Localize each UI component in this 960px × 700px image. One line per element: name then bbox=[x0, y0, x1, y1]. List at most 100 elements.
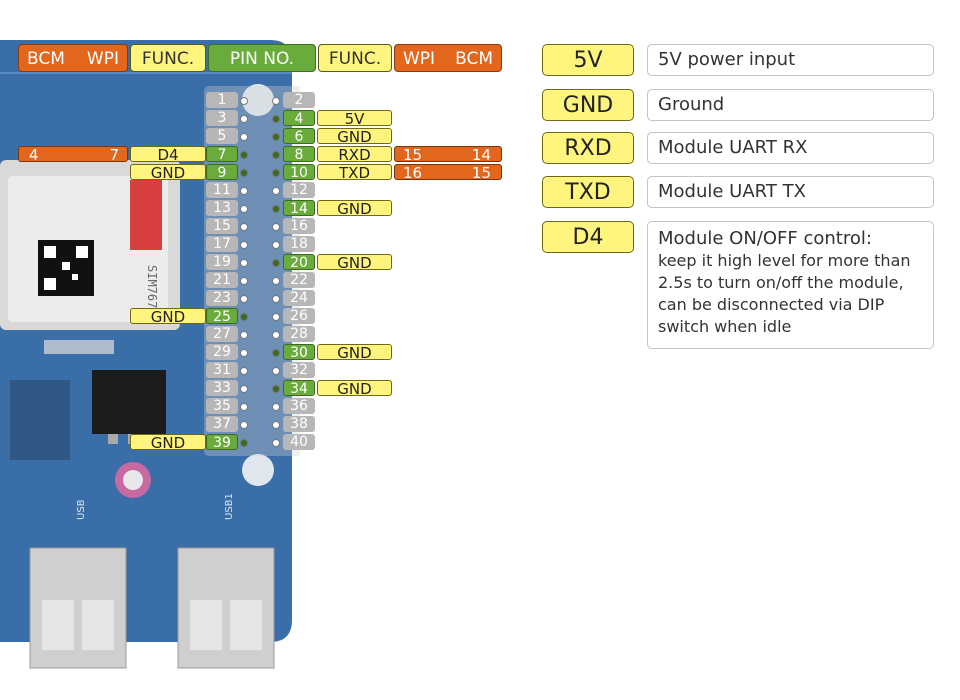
right-func-label-20: GND bbox=[317, 254, 392, 271]
pin-dot-40 bbox=[272, 439, 280, 447]
right-func-label-8: RXD bbox=[317, 146, 392, 163]
right-bcm-10: 15 bbox=[471, 164, 491, 182]
pin-16: 16 bbox=[283, 218, 315, 234]
left-wpi-7: 7 bbox=[109, 146, 119, 164]
legend-desc-line-0: keep it high level for more than bbox=[658, 251, 911, 270]
header-right-func: FUNC. bbox=[318, 44, 392, 72]
header-left-bcm-wpi: BCM WPI bbox=[18, 44, 128, 72]
left-func-label-9: GND bbox=[130, 164, 206, 181]
pin-26: 26 bbox=[283, 308, 315, 324]
legend-name-gnd: GND bbox=[542, 89, 634, 121]
pin-dot-36 bbox=[272, 403, 280, 411]
pin-29: 29 bbox=[206, 344, 238, 360]
pin-5: 5 bbox=[206, 128, 238, 144]
pin-dot-39 bbox=[240, 439, 248, 447]
pin-40: 40 bbox=[283, 434, 315, 450]
pin-dot-21 bbox=[240, 277, 248, 285]
pin-9: 9 bbox=[206, 164, 238, 181]
pin-dot-6 bbox=[272, 133, 280, 141]
pin-dot-25 bbox=[240, 313, 248, 321]
pin-4: 4 bbox=[283, 110, 315, 127]
header-right-wpi: WPI bbox=[403, 49, 436, 69]
pin-dot-4 bbox=[272, 115, 280, 123]
pin-8: 8 bbox=[283, 146, 315, 163]
smd-cluster bbox=[10, 380, 70, 460]
left-func-label-7: D4 bbox=[130, 146, 206, 163]
pin-15: 15 bbox=[206, 218, 238, 234]
pin-18: 18 bbox=[283, 236, 315, 252]
pcb-silkscreen-strip bbox=[0, 72, 292, 74]
pin-21: 21 bbox=[206, 272, 238, 288]
pin-dot-24 bbox=[272, 295, 280, 303]
pin-dot-8 bbox=[272, 151, 280, 159]
pin-dot-10 bbox=[272, 169, 280, 177]
pin-28: 28 bbox=[283, 326, 315, 342]
pin-23: 23 bbox=[206, 290, 238, 306]
pin-25: 25 bbox=[206, 308, 238, 325]
right-func-label-30: GND bbox=[317, 344, 392, 361]
legend-desc-line-1: 2.5s to turn on/off the module, bbox=[658, 273, 904, 292]
pin-3: 3 bbox=[206, 110, 238, 126]
pin-20: 20 bbox=[283, 254, 315, 271]
usb-right-text: USB1 bbox=[224, 493, 235, 520]
pin-dot-27 bbox=[240, 331, 248, 339]
legend-name-5v: 5V bbox=[542, 44, 634, 76]
header-pin-no: PIN NO. bbox=[208, 44, 316, 72]
right-func-label-10: TXD bbox=[317, 164, 392, 181]
sim-module-red-tag bbox=[130, 180, 162, 250]
pin-dot-38 bbox=[272, 421, 280, 429]
pin-32: 32 bbox=[283, 362, 315, 378]
legend-desc-d4: Module ON/OFF control:keep it high level… bbox=[647, 221, 934, 349]
left-func-label-39: GND bbox=[130, 434, 206, 451]
pin-dot-34 bbox=[272, 385, 280, 393]
pin-dot-14 bbox=[272, 205, 280, 213]
pin-38: 38 bbox=[283, 416, 315, 432]
header-left-func: FUNC. bbox=[130, 44, 206, 72]
left-func-label-25: GND bbox=[130, 308, 206, 325]
pin-24: 24 bbox=[283, 290, 315, 306]
header-left-wpi: WPI bbox=[86, 49, 119, 69]
pin-11: 11 bbox=[206, 182, 238, 198]
pin-dot-5 bbox=[240, 133, 248, 141]
mount-hole-bottom bbox=[242, 454, 274, 486]
pin-27: 27 bbox=[206, 326, 238, 342]
pin-dot-7 bbox=[240, 151, 248, 159]
pin-33: 33 bbox=[206, 380, 238, 396]
pin-dot-33 bbox=[240, 385, 248, 393]
pin-39: 39 bbox=[206, 434, 238, 451]
board-illustration: SIM7670G USB USB1 bbox=[0, 40, 300, 669]
usb-left-text: USB bbox=[76, 499, 87, 520]
pin-dot-22 bbox=[272, 277, 280, 285]
pin-dot-28 bbox=[272, 331, 280, 339]
ic-chip bbox=[92, 370, 166, 434]
pin-6: 6 bbox=[283, 128, 315, 145]
legend-desc-5v: 5V power input bbox=[647, 44, 934, 76]
pin-36: 36 bbox=[283, 398, 315, 414]
pin-dot-12 bbox=[272, 187, 280, 195]
right-func-label-14: GND bbox=[317, 200, 392, 217]
pin-17: 17 bbox=[206, 236, 238, 252]
right-wpi-8: 15 bbox=[403, 146, 423, 164]
smd-parts bbox=[44, 340, 114, 354]
pin-dot-16 bbox=[272, 223, 280, 231]
pin-37: 37 bbox=[206, 416, 238, 432]
legend-desc-line-3: switch when idle bbox=[658, 317, 792, 336]
pin-31: 31 bbox=[206, 362, 238, 378]
right-wpi-10: 16 bbox=[403, 164, 423, 182]
pin-13: 13 bbox=[206, 200, 238, 216]
pin-dot-32 bbox=[272, 367, 280, 375]
pin-dot-3 bbox=[240, 115, 248, 123]
pin-19: 19 bbox=[206, 254, 238, 270]
pin-7: 7 bbox=[206, 146, 238, 163]
legend-name-rxd: RXD bbox=[542, 132, 634, 164]
pin-dot-26 bbox=[272, 313, 280, 321]
legend-desc-line-2: can be disconnected via DIP bbox=[658, 295, 885, 314]
pin-35: 35 bbox=[206, 398, 238, 414]
pin-dot-13 bbox=[240, 205, 248, 213]
left-bcm-7: 4 bbox=[29, 146, 39, 164]
right-func-label-4: 5V bbox=[317, 110, 392, 127]
legend-desc-gnd: Ground bbox=[647, 89, 934, 121]
